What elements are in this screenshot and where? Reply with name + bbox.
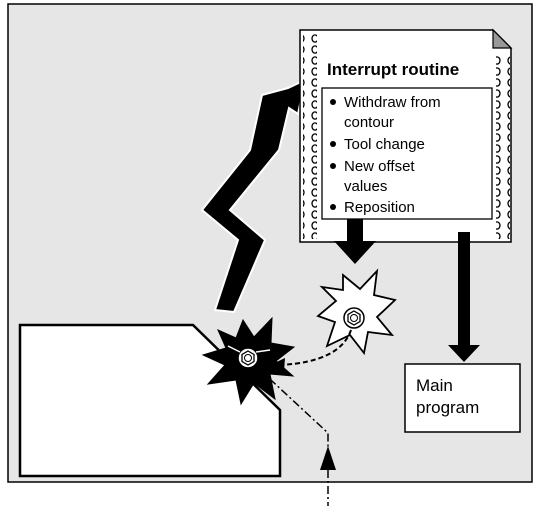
main-program-label-line1: Main <box>416 376 453 395</box>
interrupt-routine-title: Interrupt routine <box>327 60 459 79</box>
bullet <box>330 163 336 169</box>
tool-change-path <box>279 329 352 366</box>
bullet <box>330 141 336 147</box>
main-program-label-line2: program <box>416 398 479 417</box>
step-reposition: Reposition <box>344 199 415 216</box>
step-new-offset-line1: New offset <box>344 158 415 175</box>
steps-box <box>321 87 493 220</box>
tool-path-arrowhead <box>320 446 336 470</box>
arrow-to-main-program <box>448 232 480 362</box>
bullet <box>330 99 336 105</box>
bullet <box>330 204 336 210</box>
interrupt-routine-document: Interrupt routine Withdraw from contour … <box>299 28 513 243</box>
main-program-box <box>404 363 521 433</box>
interrupt-lightning-bolt <box>200 78 307 314</box>
step-withdraw-line1: Withdraw from <box>344 94 441 111</box>
new-tool <box>316 268 397 356</box>
step-tool-change: Tool change <box>344 136 425 153</box>
wear-mark <box>227 345 241 353</box>
step-new-offset-line2: values <box>344 178 387 195</box>
step-withdraw-line2: contour <box>344 114 394 131</box>
arrow-to-tool-change <box>334 219 376 264</box>
workpiece <box>18 323 282 478</box>
worn-tool <box>201 316 296 406</box>
folded-corner <box>492 28 513 49</box>
wear-mark <box>255 349 271 353</box>
